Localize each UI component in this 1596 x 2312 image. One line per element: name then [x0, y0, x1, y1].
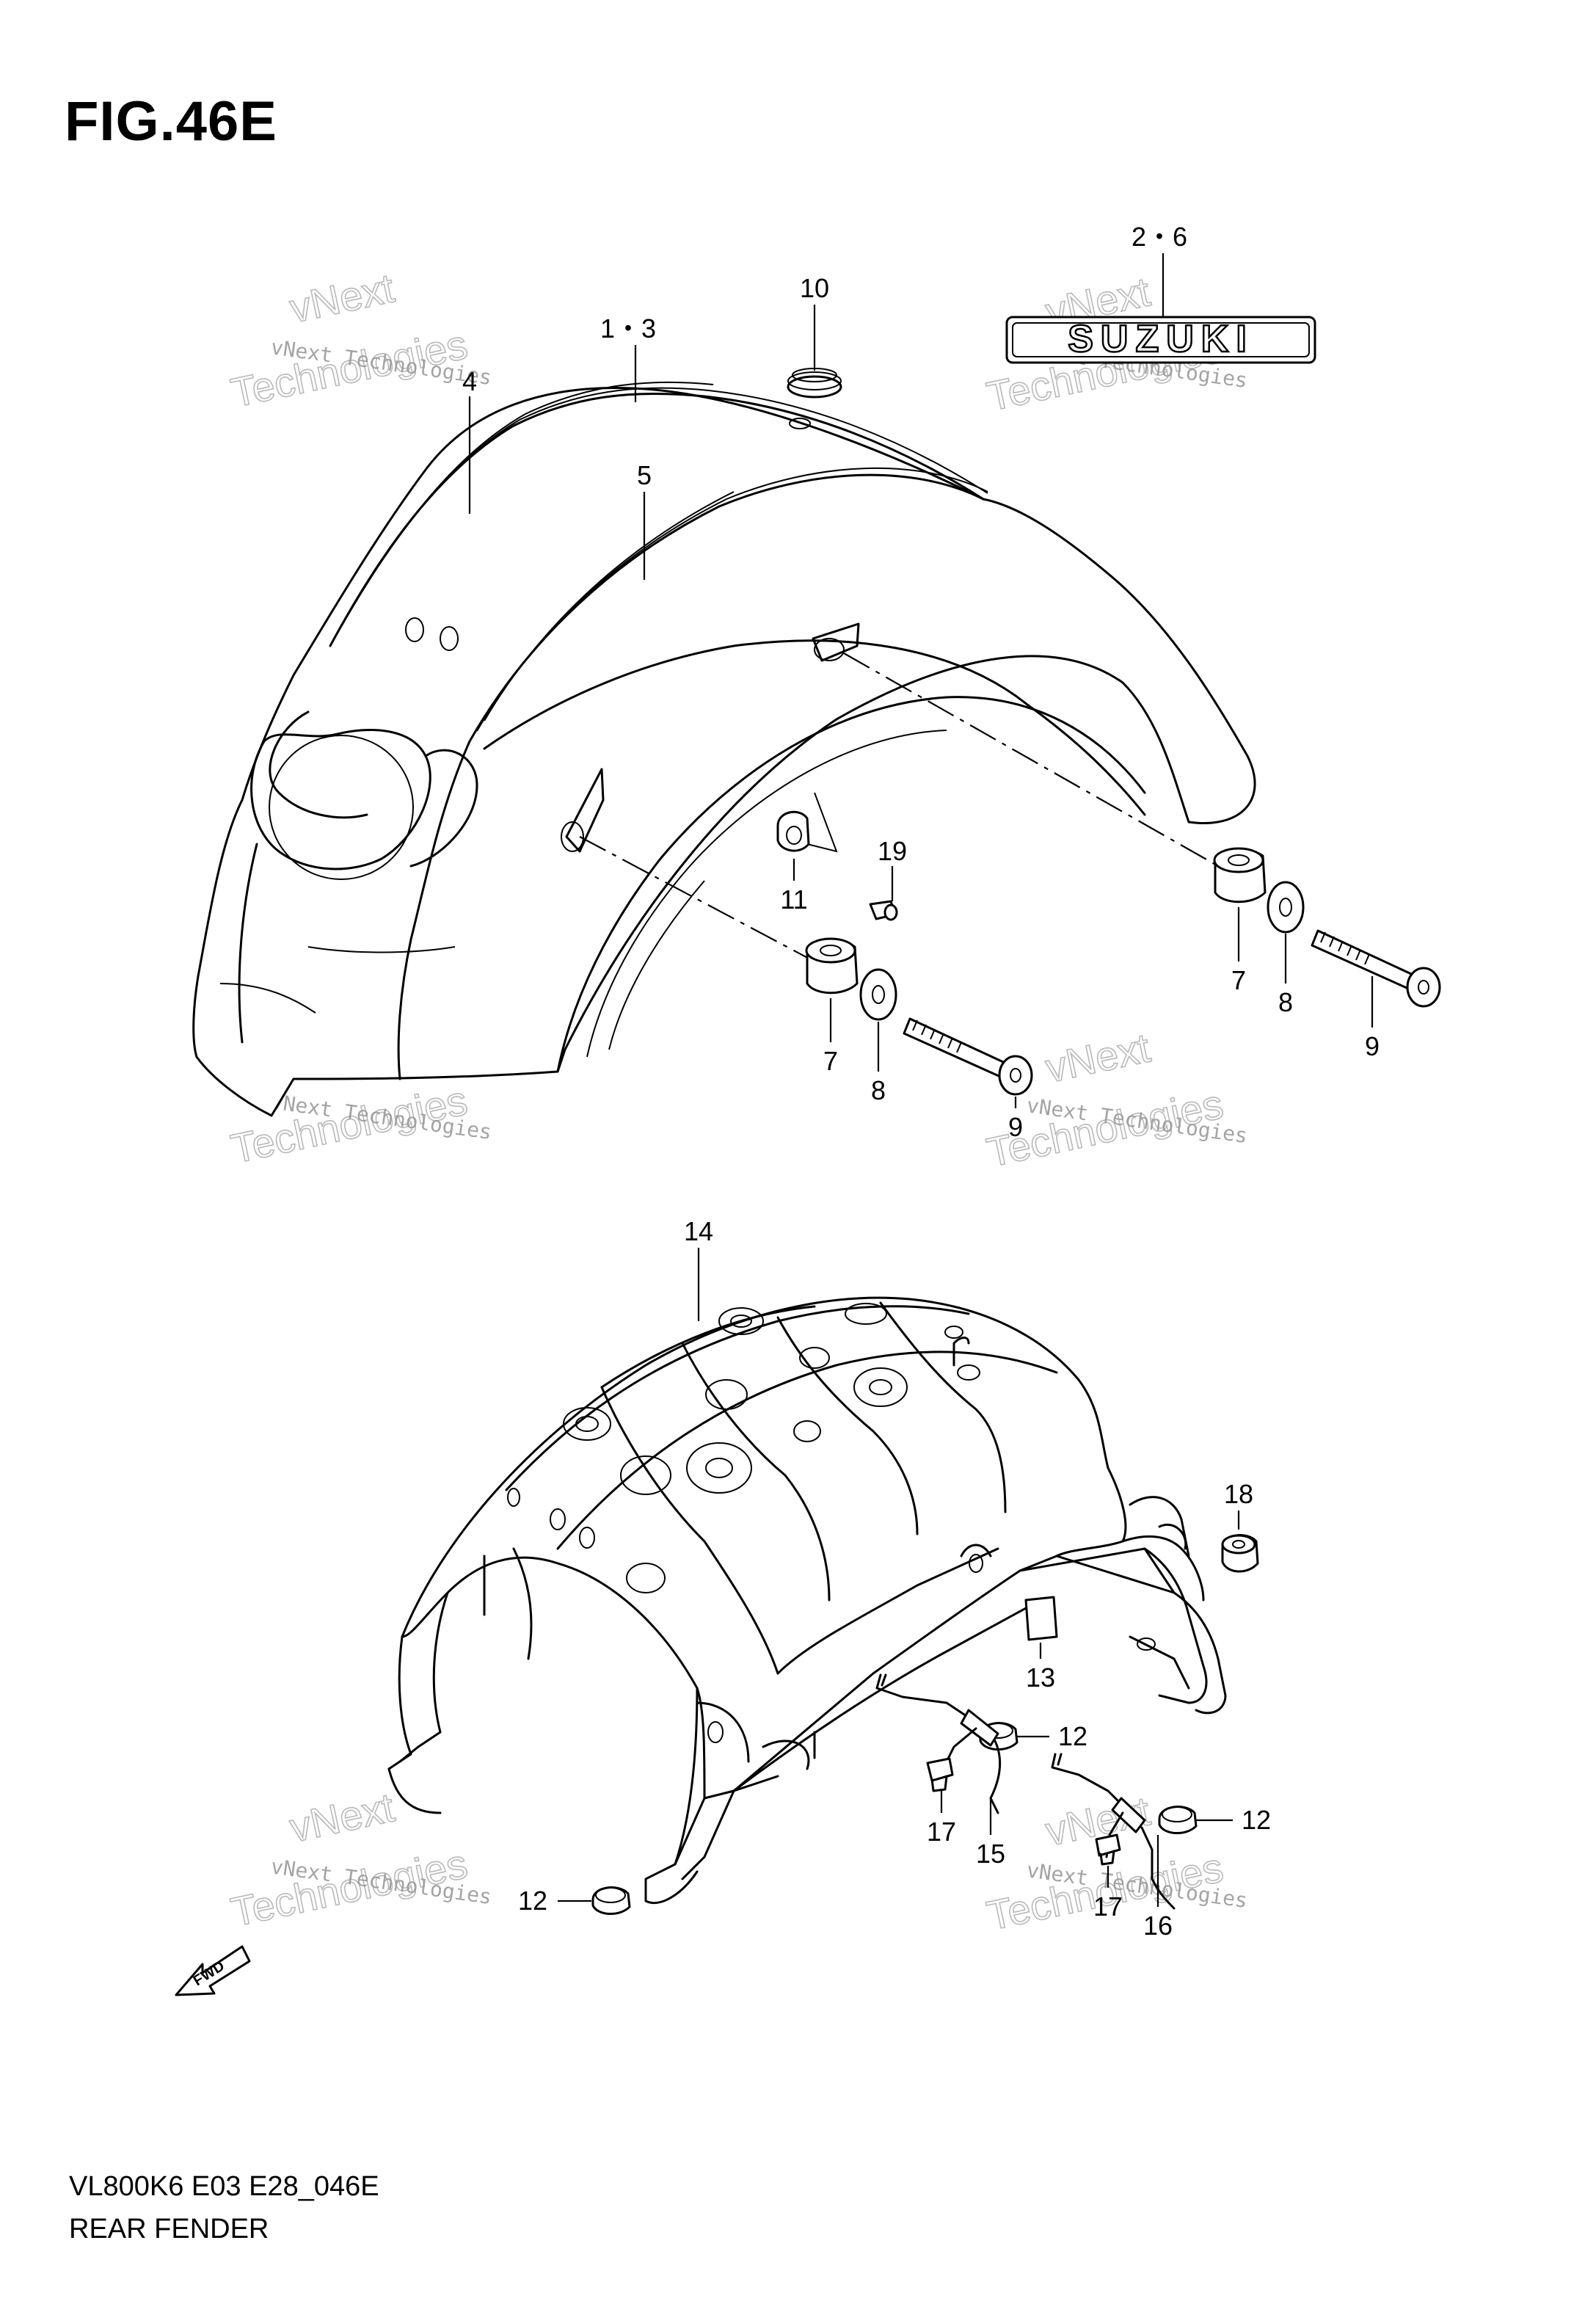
callout-17-right: 17 — [1093, 1891, 1123, 1922]
callout-9-right: 9 — [1365, 1031, 1380, 1061]
watermark-top-left: vNext Technologies vNext Technologies — [227, 263, 494, 416]
left-mounting-hardware — [579, 836, 1033, 1096]
callout-12-right: 12 — [1242, 1805, 1271, 1835]
callout-13: 13 — [1026, 1662, 1055, 1693]
clamp-17-left — [926, 1757, 954, 1792]
callout-9-left: 9 — [1008, 1112, 1023, 1142]
rear-fender-body — [192, 381, 1256, 1117]
model-code: VL800K6 E03 E28_046E — [69, 2171, 379, 2202]
watermark-mid-right: vNext Technologies vNext Technologies — [983, 1023, 1250, 1176]
callout-1-3: 1・3 — [600, 313, 656, 343]
callout-12-center: 12 — [1058, 1721, 1087, 1751]
svg-text:SUZUKI: SUZUKI — [1068, 318, 1254, 360]
callout-17-left: 17 — [927, 1817, 956, 1847]
nut-18 — [1221, 1534, 1259, 1573]
callout-14: 14 — [684, 1216, 713, 1246]
callout-15: 15 — [976, 1839, 1005, 1869]
callout-19: 19 — [878, 836, 907, 866]
figure-title: FIG.46E — [65, 90, 277, 153]
callout-16: 16 — [1143, 1911, 1173, 1941]
wire-harness-15 — [875, 1673, 1002, 1814]
callout-8-left: 8 — [871, 1075, 886, 1105]
grommet-10 — [787, 368, 842, 399]
callout-labels: 1・3 2・6 4 5 10 11 19 7 8 9 7 8 9 14 18 1… — [462, 222, 1380, 1941]
nut-12-left — [591, 1886, 631, 1916]
right-mounting-hardware — [843, 652, 1441, 1008]
callout-7-right: 7 — [1231, 965, 1246, 995]
label-13 — [1024, 1596, 1058, 1641]
callout-18: 18 — [1224, 1479, 1253, 1509]
callout-11: 11 — [780, 884, 807, 915]
nut-12-right — [1158, 1806, 1198, 1835]
svg-text:vNext: vNext — [285, 1784, 398, 1850]
callout-4: 4 — [462, 366, 477, 396]
leader-lines-top — [468, 253, 1374, 1108]
forward-arrow-icon: FWD — [175, 1945, 251, 1996]
suzuki-emblem: SUZUKI — [1005, 316, 1316, 364]
rear-fender-brace-14 — [387, 1296, 1227, 1905]
callout-8-right: 8 — [1278, 987, 1293, 1017]
leader-lines-bottom — [558, 1248, 1240, 1907]
svg-text:vNext: vNext — [285, 264, 398, 331]
callout-5: 5 — [637, 460, 652, 490]
svg-text:vNext: vNext — [1041, 1024, 1154, 1091]
callout-2-6: 2・6 — [1132, 222, 1187, 252]
cushion-11 — [776, 810, 810, 852]
callout-10: 10 — [800, 273, 829, 303]
bolt-19 — [869, 900, 898, 921]
callout-7-left: 7 — [823, 1046, 838, 1076]
figure-name: REAR FENDER — [69, 2214, 269, 2244]
clamp-17-right — [1095, 1833, 1121, 1866]
wire-harness-16 — [1051, 1753, 1176, 1910]
callout-12-left: 12 — [518, 1886, 547, 1916]
watermark-bottom-left: vNext Technologies vNext Technologies — [227, 1783, 494, 1935]
